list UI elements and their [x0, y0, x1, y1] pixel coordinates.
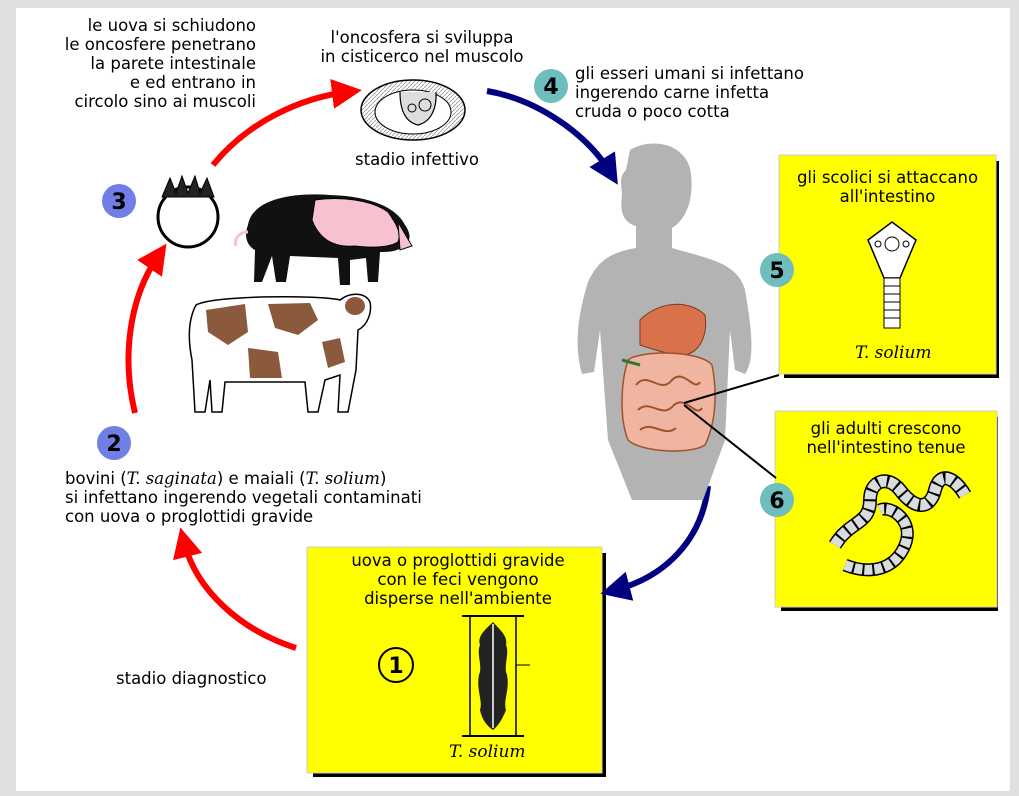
- egg-icon: [158, 176, 218, 247]
- infective-stage-label: stadio infettivo: [355, 150, 479, 169]
- human-icon: [578, 144, 752, 500]
- badge-6-label: 6: [769, 489, 784, 514]
- diagnostic-stage-label: stadio diagnostico: [116, 669, 267, 688]
- cysticercus-icon: [361, 80, 465, 140]
- badge-5-label: 5: [769, 259, 784, 284]
- badge-3-label: 3: [111, 190, 126, 215]
- badge-4-label: 4: [543, 75, 558, 100]
- badge-2-label: 2: [106, 432, 121, 457]
- arrow-2-to-3: [129, 256, 158, 413]
- arrow-diag-to-2: [184, 542, 296, 648]
- cow-icon: [189, 294, 370, 412]
- step2-text: bovini (T. saginata) e maiali (T. solium…: [65, 469, 422, 526]
- box1-species: T. solium: [449, 743, 526, 762]
- pig-icon: [236, 194, 413, 285]
- badge-1-label: 1: [388, 654, 403, 679]
- box5-species: T. solium: [855, 344, 932, 363]
- arrow-human-to-1: [615, 486, 708, 590]
